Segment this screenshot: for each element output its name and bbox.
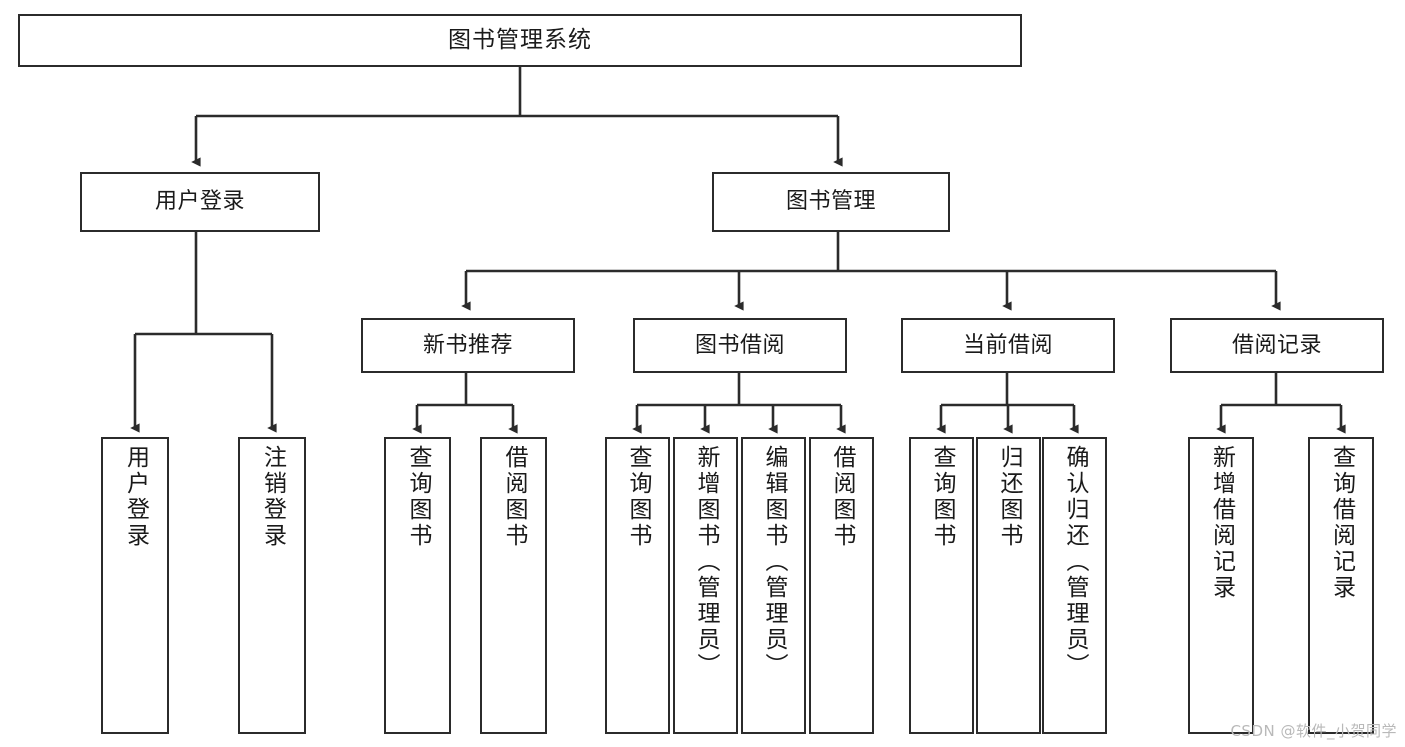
- node-leaf-add-record-label: 新增借阅记录: [1208, 445, 1235, 601]
- node-leaf-confirm-return[interactable]: 确认归还（管理员）: [1042, 437, 1107, 734]
- node-borrow-record-label: 借阅记录: [1231, 332, 1322, 358]
- node-leaf-query-book-1[interactable]: 查询图书: [384, 437, 451, 734]
- node-leaf-query-book-1-label: 查询图书: [405, 445, 431, 549]
- node-book-borrow[interactable]: 图书借阅: [633, 318, 847, 373]
- node-user-login-label: 用户登录: [154, 189, 245, 215]
- node-leaf-add-book[interactable]: 新增图书（管理员）: [673, 437, 738, 734]
- node-leaf-return-book[interactable]: 归还图书: [976, 437, 1041, 734]
- node-leaf-borrow-book-2[interactable]: 借阅图书: [809, 437, 874, 734]
- watermark-text: CSDN @软件_小贺同学: [1230, 722, 1397, 740]
- node-leaf-user-login[interactable]: 用户登录: [101, 437, 169, 734]
- node-new-book-recommend-label: 新书推荐: [422, 332, 513, 358]
- node-book-manage[interactable]: 图书管理: [712, 172, 950, 232]
- node-current-borrow-label: 当前借阅: [962, 332, 1053, 358]
- node-root-label: 图书管理系统: [448, 26, 592, 53]
- node-leaf-return-book-label: 归还图书: [996, 445, 1022, 549]
- node-leaf-query-book-2-label: 查询图书: [625, 445, 651, 549]
- node-leaf-add-record[interactable]: 新增借阅记录: [1188, 437, 1254, 734]
- node-leaf-user-logout-label: 注销登录: [259, 445, 286, 549]
- node-book-manage-label: 图书管理: [785, 189, 876, 215]
- node-new-book-recommend[interactable]: 新书推荐: [361, 318, 575, 373]
- node-leaf-add-book-label: 新增图书（管理员）: [693, 445, 719, 679]
- node-leaf-query-book-3-label: 查询图书: [929, 445, 955, 549]
- node-leaf-edit-book-label: 编辑图书（管理员）: [761, 445, 787, 679]
- node-leaf-query-book-2[interactable]: 查询图书: [605, 437, 670, 734]
- node-leaf-edit-book[interactable]: 编辑图书（管理员）: [741, 437, 806, 734]
- node-leaf-borrow-book-2-label: 借阅图书: [829, 445, 855, 549]
- node-user-login[interactable]: 用户登录: [80, 172, 320, 232]
- node-leaf-query-book-3[interactable]: 查询图书: [909, 437, 974, 734]
- node-leaf-user-logout[interactable]: 注销登录: [238, 437, 306, 734]
- node-leaf-user-login-label: 用户登录: [122, 445, 149, 549]
- node-leaf-query-record[interactable]: 查询借阅记录: [1308, 437, 1374, 734]
- node-leaf-borrow-book-1-label: 借阅图书: [501, 445, 527, 549]
- node-current-borrow[interactable]: 当前借阅: [901, 318, 1115, 373]
- node-book-borrow-label: 图书借阅: [694, 332, 785, 358]
- node-leaf-query-record-label: 查询借阅记录: [1328, 445, 1355, 601]
- node-leaf-confirm-return-label: 确认归还（管理员）: [1062, 445, 1088, 679]
- node-leaf-borrow-book-1[interactable]: 借阅图书: [480, 437, 547, 734]
- node-root[interactable]: 图书管理系统: [18, 14, 1022, 67]
- node-borrow-record[interactable]: 借阅记录: [1170, 318, 1384, 373]
